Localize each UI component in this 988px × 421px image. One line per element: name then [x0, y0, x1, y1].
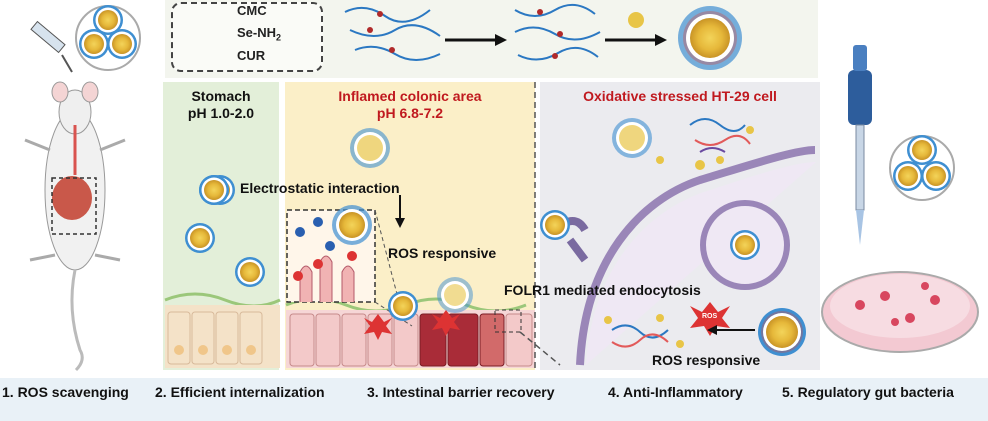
- cell-np-receptor: [540, 210, 570, 240]
- stomach-np-3: [235, 257, 265, 287]
- ros-burst-colon: [364, 310, 460, 340]
- electrostatic-label: Electrostatic interaction: [240, 180, 400, 196]
- polymer-chains-2: [514, 3, 601, 61]
- petri-dish-icon: [821, 271, 979, 353]
- stomach-np-2: [185, 223, 215, 253]
- pipette-icon: [848, 45, 872, 245]
- footer-gut-bacteria: 5. Regulatory gut bacteria: [782, 384, 954, 400]
- colon-title: Inflamed colonic area pH 6.8-7.2: [338, 88, 482, 121]
- mouse-illustration: [24, 81, 126, 372]
- legend-item-cur: CUR: [237, 48, 266, 63]
- released-polymers: [689, 118, 751, 153]
- syringe-icon: [30, 20, 73, 73]
- footer-anti-inflammatory: 4. Anti-Inflammatory: [608, 384, 743, 400]
- cell-released-polymers: [611, 324, 669, 348]
- ros-burst-cell: [690, 302, 730, 336]
- ros-responsive-label-cell: ROS responsive: [652, 352, 761, 368]
- pipette-zoom-bubble: [889, 135, 955, 201]
- cur-drug: [628, 12, 644, 28]
- legend-item-cmc: CMC: [237, 3, 267, 18]
- endosome: [700, 200, 790, 290]
- folr1-label: FOLR1 mediated endocytosis: [504, 282, 701, 298]
- cell-membrane: [576, 146, 816, 366]
- stomach-title: Stomach pH 1.0-2.0: [187, 88, 255, 121]
- colon-np-degrading: [437, 277, 473, 313]
- diagram-graphics: [24, 0, 979, 372]
- footer-internalization: 2. Efficient internalization: [155, 384, 325, 400]
- stomach-epithelium: [164, 292, 281, 368]
- footer-barrier-recovery: 3. Intestinal barrier recovery: [367, 384, 555, 400]
- legend: [171, 2, 323, 72]
- footer-bar: [0, 378, 988, 421]
- mouse-zoom-bubble: [75, 5, 141, 71]
- ros-tag: ROS: [702, 313, 718, 320]
- cell-np-large: [758, 308, 806, 356]
- colon-epithelium: [285, 297, 535, 368]
- cell-np-swollen: [612, 118, 652, 158]
- assembled-nanoparticle: [678, 6, 742, 70]
- legend-item-se-nh2: Se-NH2: [237, 25, 282, 43]
- footer-ros-scavenging: 1. ROS scavenging: [2, 384, 129, 400]
- colon-np-top: [350, 128, 390, 168]
- colon-np-surface: [388, 291, 418, 321]
- ros-responsive-label-colon: ROS responsive: [388, 245, 497, 261]
- polymer-chains-1: [344, 6, 441, 61]
- cell-title: Oxidative stressed HT-29 cell: [583, 88, 777, 104]
- colon-zoom-box: [286, 205, 413, 327]
- electrostatic-np: [199, 175, 229, 205]
